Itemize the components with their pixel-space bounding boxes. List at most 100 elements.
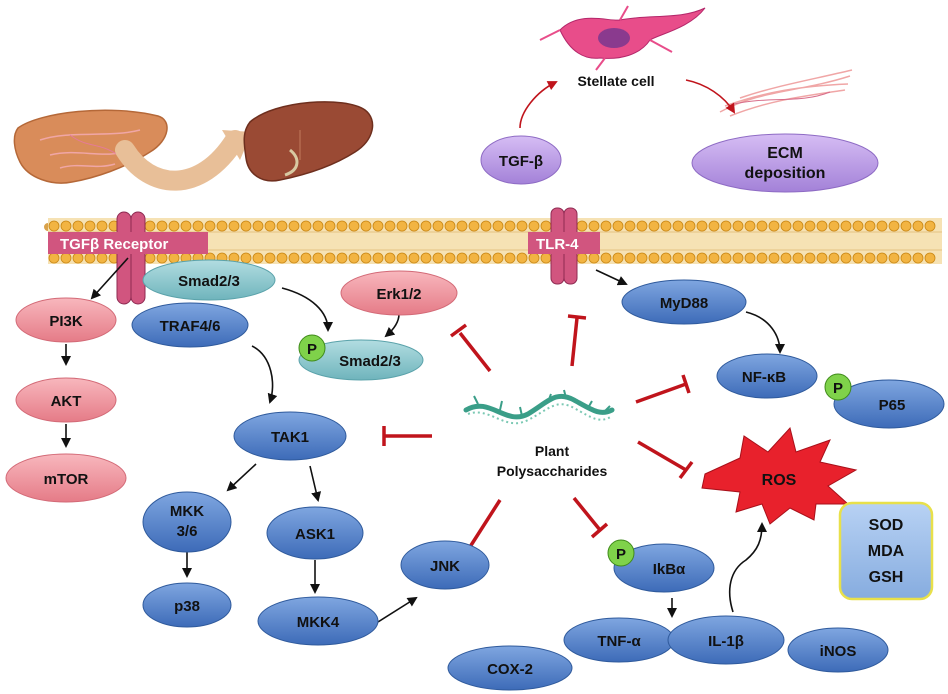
- ask1-node: [266, 506, 364, 560]
- lipid-head: [492, 220, 504, 232]
- lipid-head: [840, 252, 852, 264]
- lipid-head: [144, 252, 156, 264]
- lipid-head: [312, 220, 324, 232]
- tgfb-receptor-icon: [116, 211, 146, 305]
- lipid-head: [540, 252, 552, 264]
- lipid-head: [600, 220, 612, 232]
- lipid-head: [372, 252, 384, 264]
- traf46-node: [131, 302, 249, 348]
- lipid-head: [648, 252, 660, 264]
- inos-label: iNOS: [820, 643, 857, 660]
- mtor-node: [5, 453, 127, 503]
- tgfb-to-stellate-arrow: [519, 81, 558, 129]
- p65-node: [833, 379, 945, 429]
- erk12-label: Erk1/2: [376, 286, 421, 303]
- lipid-head: [660, 220, 672, 232]
- inhibit-tlr4-bar: [567, 314, 587, 320]
- cox2-node: [447, 645, 573, 691]
- smad23-node: [142, 259, 276, 301]
- mkk36-node: [142, 491, 232, 553]
- gsh-label: GSH: [869, 569, 904, 586]
- lipid-head: [744, 252, 756, 264]
- lipid-head: [744, 220, 756, 232]
- lipid-head: [816, 252, 828, 264]
- ros-burst: [701, 426, 858, 525]
- traf46-label: TRAF4/6: [160, 318, 221, 335]
- lipid-head: [672, 220, 684, 232]
- lipid-head: [96, 252, 108, 264]
- ecm-deposition-node: [691, 133, 879, 193]
- lipid-head: [840, 220, 852, 232]
- lipid-head: [228, 220, 240, 232]
- lipid-head: [396, 220, 408, 232]
- fibrotic-liver-icon: [243, 101, 374, 182]
- lipid-head: [864, 252, 876, 264]
- lipid-head: [312, 252, 324, 264]
- erk12-node: [340, 270, 458, 316]
- inhibit-ikba-bar: [590, 522, 609, 539]
- lipid-head: [516, 220, 528, 232]
- ecm-label-line1: ECM: [767, 145, 803, 162]
- nfkb-phospho-badge: [824, 373, 852, 401]
- inhibit-ros-line: [637, 440, 687, 472]
- lipid-head: [396, 252, 408, 264]
- lipid-head: [192, 220, 204, 232]
- lipid-head: [900, 220, 912, 232]
- stellate-cell-label: Stellate cell: [577, 73, 654, 89]
- lipid-head: [384, 252, 396, 264]
- lipid-head: [888, 220, 900, 232]
- lipid-head: [780, 220, 792, 232]
- lipid-head: [588, 252, 600, 264]
- nfkb-phospho-label: P: [833, 380, 843, 397]
- lipid-head: [348, 220, 360, 232]
- lipid-head: [528, 252, 540, 264]
- smad-phospho-label: P: [307, 341, 317, 358]
- il1b-node: [667, 615, 785, 665]
- lipid-head: [768, 252, 780, 264]
- lipid-head: [336, 220, 348, 232]
- tgf-beta-node: [480, 135, 562, 185]
- tak1-to-ask1-arrow: [309, 465, 322, 502]
- plant-polysaccharide-icon: [463, 389, 615, 425]
- lipid-head: [444, 252, 456, 264]
- mkk36-label-line2: 3/6: [177, 523, 198, 540]
- lipid-head: [612, 220, 624, 232]
- lipid-head: [756, 220, 768, 232]
- lipid-head: [720, 220, 732, 232]
- p38-node: [142, 582, 232, 628]
- p65-label: P65: [879, 397, 906, 414]
- lipid-head: [792, 220, 804, 232]
- mda-label: MDA: [868, 543, 905, 560]
- lipid-head: [276, 220, 288, 232]
- inhibit-nfkb-line: [635, 382, 687, 404]
- p38-label: p38: [174, 598, 200, 615]
- tnfa-label: TNF-α: [597, 633, 641, 650]
- jnk-node: [400, 540, 490, 590]
- lipid-head: [432, 220, 444, 232]
- lipid-head: [348, 252, 360, 264]
- ros-label: ROS: [762, 472, 797, 489]
- jnk-label: JNK: [430, 558, 460, 575]
- lipid-head: [576, 220, 588, 232]
- lipid-head: [288, 252, 300, 264]
- lipid-head: [876, 220, 888, 232]
- lipid-head: [528, 220, 540, 232]
- tlr4-banner: [528, 232, 600, 254]
- lipid-head: [372, 220, 384, 232]
- myd88-to-nfkb-arrow: [745, 311, 785, 354]
- ecm-fibers-icon: [719, 69, 853, 117]
- nfkb-node: [716, 353, 818, 399]
- ikba-phospho-badge: [607, 539, 635, 567]
- inhibit-ros-bar: [678, 460, 694, 480]
- tak1-label: TAK1: [271, 429, 309, 446]
- smad-to-psmad-arrow: [281, 287, 333, 332]
- lipid-head: [768, 220, 780, 232]
- lipid-head: [492, 252, 504, 264]
- lipid-head: [792, 252, 804, 264]
- lipid-head: [48, 220, 60, 232]
- lipid-head: [576, 252, 588, 264]
- pi3k-node: [15, 297, 117, 343]
- lipid-head: [732, 220, 744, 232]
- plant-label-line1: Plant: [535, 443, 570, 459]
